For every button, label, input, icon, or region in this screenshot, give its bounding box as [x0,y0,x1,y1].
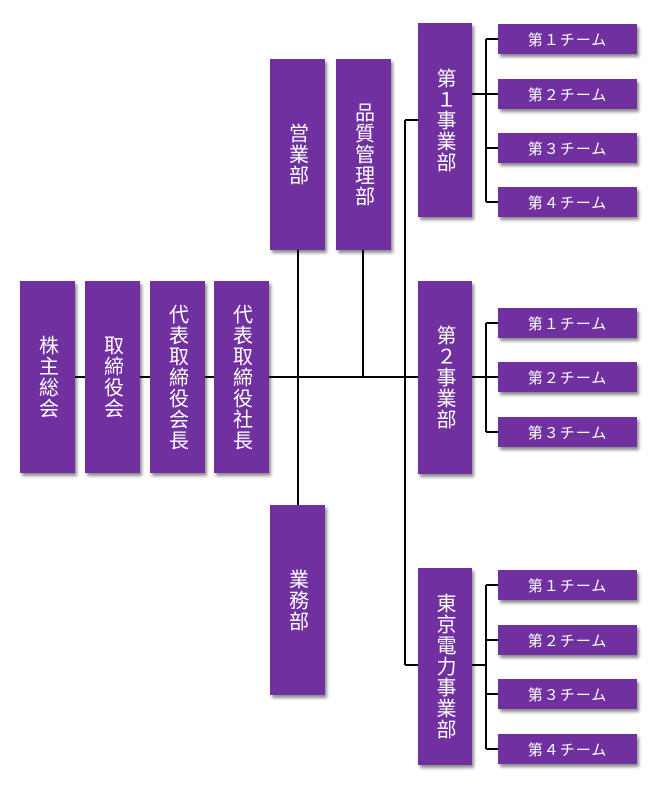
team-label: 第４チーム [527,193,608,212]
node-div1-team: 第１チーム [498,24,637,54]
team-label: 第１チーム [527,314,608,333]
node-label: 取締役会 [100,335,125,419]
node-label: 営業部 [285,123,310,186]
node-president: 代表取締役社長 [214,281,269,473]
node-tokyo-team: 第３チーム [498,679,637,709]
node-label: 第１事業部 [433,67,457,173]
node-tokyo-power-division: 東京電力事業部 [418,568,472,765]
node-chairman: 代表取締役会長 [150,281,205,473]
node-label: 代表取締役社長 [229,303,254,451]
node-general-affairs: 業務部 [270,505,325,695]
node-quality: 品質管理部 [336,59,391,250]
node-division-1: 第１事業部 [418,23,472,217]
team-label: 第２チーム [527,368,608,387]
node-div1-team: 第２チーム [498,79,637,109]
team-label: 第２チーム [527,631,608,650]
node-label: 株主総会 [35,335,60,419]
team-label: 第３チーム [527,139,608,158]
node-label: 代表取締役会長 [165,303,190,451]
team-label: 第１チーム [527,576,608,595]
node-label: 業務部 [285,568,310,632]
team-label: 第３チーム [527,685,608,704]
node-sales: 営業部 [270,59,325,250]
team-label: 第１チーム [527,30,608,49]
node-div2-team: 第２チーム [498,362,637,392]
node-div1-team: 第４チーム [498,187,637,217]
team-label: 第３チーム [527,423,608,442]
team-label: 第４チーム [527,740,608,759]
node-div2-team: 第３チーム [498,417,637,447]
node-tokyo-team: 第２チーム [498,625,637,655]
node-shareholders-meeting: 株主総会 [20,281,75,473]
node-tokyo-team: 第４チーム [498,734,637,764]
node-board: 取締役会 [85,281,140,473]
node-label: 品質管理部 [351,102,376,207]
node-label: 東京電力事業部 [433,593,457,740]
node-div1-team: 第３チーム [498,133,637,163]
node-div2-team: 第１チーム [498,308,637,338]
node-label: 第２事業部 [433,325,457,430]
team-label: 第２チーム [527,85,608,104]
node-tokyo-team: 第１チーム [498,570,637,600]
node-division-2: 第２事業部 [418,281,472,474]
